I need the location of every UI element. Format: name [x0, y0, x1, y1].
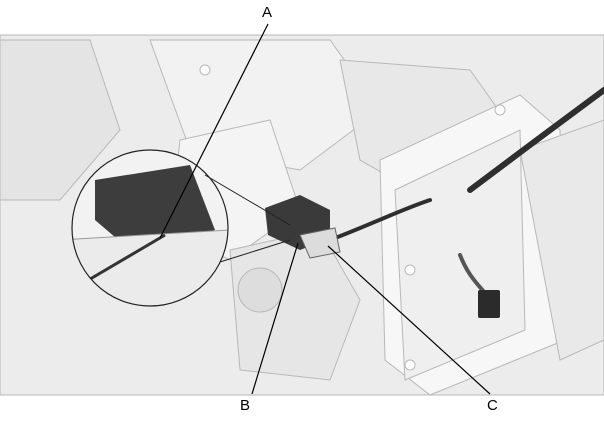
- sensor-component: [265, 195, 341, 259]
- leader-line-a: [159, 23, 269, 239]
- callout-label-c: C: [487, 397, 498, 414]
- leader-line-b: [251, 242, 299, 395]
- connector-right: [478, 290, 500, 318]
- callout-label-a: A: [262, 4, 273, 21]
- callout-label-b: B: [240, 397, 251, 414]
- leader-lines: [159, 23, 491, 395]
- leader-line-c: [327, 245, 491, 395]
